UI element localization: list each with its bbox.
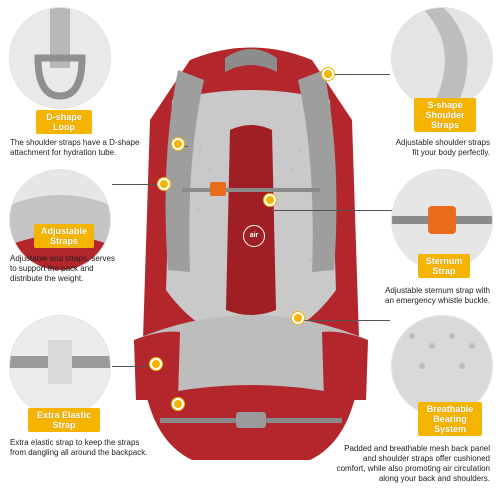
elastic-strap-badge: Extra Elastic Strap bbox=[28, 408, 100, 432]
sshape-straps-badge: S-shape Shoulder Straps bbox=[414, 98, 476, 132]
breathable-system-photo bbox=[392, 316, 492, 416]
dshape-loop-badge: D-shape Loop bbox=[36, 110, 92, 134]
sshape-straps-caption: Adjustable shoulder straps fit your body… bbox=[395, 138, 490, 157]
elastic-strap-photo bbox=[10, 316, 110, 416]
adjustable-leader-line bbox=[112, 184, 158, 185]
elastic-strap-caption: Extra elastic strap to keep the straps f… bbox=[10, 438, 148, 457]
sshape-hotspot bbox=[322, 68, 334, 80]
breathable-hotspot bbox=[292, 312, 304, 324]
elastic-hotspot bbox=[150, 358, 162, 370]
breathable-leader-line bbox=[300, 320, 390, 321]
sternum-hotspot bbox=[264, 194, 276, 206]
sternum-leader-line bbox=[272, 210, 392, 211]
adjustable-straps-caption: Adjustable and straps, serves to support… bbox=[10, 254, 115, 283]
dshape-hotspot bbox=[172, 138, 184, 150]
adjustable-hotspot bbox=[158, 178, 170, 190]
adjustable-straps-badge: Adjustable Straps bbox=[34, 224, 94, 248]
sternum-strap-caption: Adjustable sternum strap with an emergen… bbox=[385, 286, 490, 305]
sternum-strap-photo bbox=[392, 170, 492, 270]
hip-belt-hotspot bbox=[172, 398, 184, 410]
backpack-image bbox=[120, 40, 382, 480]
dshape-loop-photo bbox=[10, 8, 110, 108]
breathable-system-caption: Padded and breathable mesh back panel an… bbox=[336, 444, 490, 483]
sternum-strap-badge: Sternum Strap bbox=[418, 254, 470, 278]
elastic-leader-line bbox=[112, 366, 150, 367]
dshape-loop-caption: The shoulder straps have a D-shape attac… bbox=[10, 138, 140, 157]
sshape-straps-photo bbox=[392, 8, 492, 108]
sshape-leader-line bbox=[330, 74, 390, 75]
air-logo: air bbox=[243, 225, 265, 247]
breathable-system-badge: Breathable Bearing System bbox=[418, 402, 482, 436]
